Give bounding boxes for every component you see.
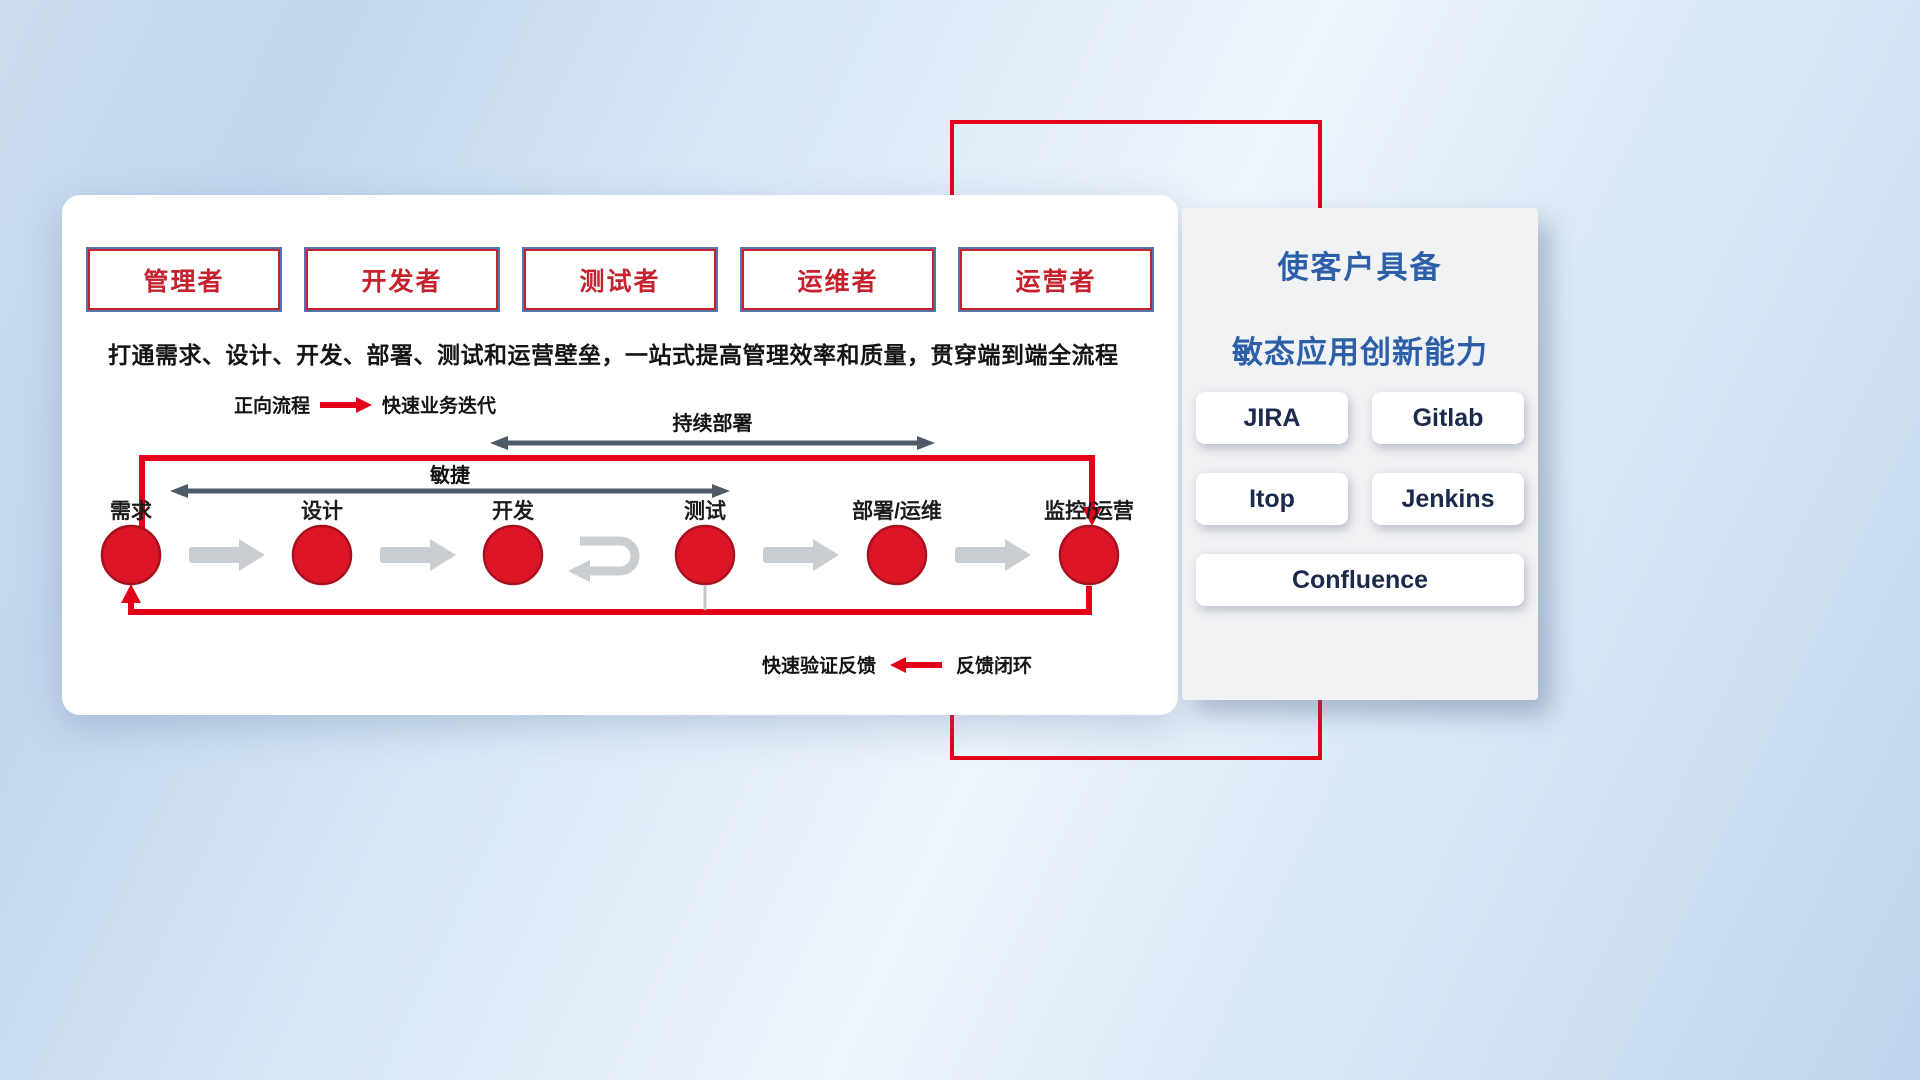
role-label: 开发者 (361, 267, 443, 296)
tool-jenkins: Jenkins (1372, 473, 1524, 525)
role-label: 运维者 (797, 267, 879, 296)
forward-loop-line (139, 455, 1102, 529)
forward-legend-text: 快速业务迭代 (382, 396, 497, 417)
stage-label-requirements: 需求 (110, 500, 152, 523)
card-description: 打通需求、设计、开发、部署、测试和运营壁垒，一站式提高管理效率和质量，贯穿端到端… (108, 342, 1119, 368)
continuous-deployment-label: 持续部署 (672, 413, 753, 435)
stage-arrow-icon (763, 539, 839, 571)
tool-gitlab: Gitlab (1372, 392, 1524, 444)
role-box-manager: 管理者 (86, 247, 282, 312)
forward-legend: 正向流程 快速业务迭代 (234, 391, 496, 418)
role-label: 运营者 (1015, 267, 1097, 296)
forward-legend-label: 正向流程 (234, 396, 311, 417)
stage-circle-monitor-operate (1058, 524, 1120, 586)
pipeline-diagram (100, 455, 1120, 615)
stage-label-monitor-operate: 监控/运营 (1044, 500, 1134, 523)
agile-span-arrow-icon (170, 484, 730, 498)
tool-itop: Itop (1196, 473, 1348, 525)
panel-title-line2: 敏态应用创新能力 (1232, 335, 1488, 370)
panel-title-line1: 使客户具备 (1277, 250, 1443, 285)
stage-circle-development (482, 524, 544, 586)
feedback-legend-text: 快速验证反馈 (762, 656, 877, 677)
tool-grid: JIRA Gitlab Itop Jenkins Confluence (1196, 392, 1524, 606)
stage-label-testing: 测试 (684, 500, 726, 523)
devops-flow-card: 管理者 开发者 测试者 运维者 运营者 打通需求、设计、开发、部署、测试和运营壁… (62, 195, 1178, 715)
stage-arrow-icons (189, 539, 1031, 571)
capability-panel: 使客户具备 敏态应用创新能力 JIRA Gitlab Itop Jenkins … (1182, 208, 1538, 700)
role-box-operator: 运营者 (958, 247, 1154, 312)
stage-circle-testing (674, 524, 736, 586)
role-box-tester: 测试者 (522, 247, 718, 312)
stage-circle-deploy-ops (866, 524, 928, 586)
role-label: 测试者 (579, 267, 661, 296)
role-box-developer: 开发者 (304, 247, 500, 312)
role-row: 管理者 开发者 测试者 运维者 运营者 (86, 247, 1154, 312)
tool-confluence: Confluence (1196, 554, 1524, 606)
role-box-ops: 运维者 (740, 247, 936, 312)
role-label: 管理者 (143, 267, 225, 296)
stage-circle-design (291, 524, 353, 586)
stage-circles (100, 524, 1120, 586)
stage-arrow-icon (380, 539, 456, 571)
stage-label-deploy-ops: 部署/运维 (852, 500, 942, 523)
forward-arrow-icon (320, 396, 373, 413)
stage-label-design: 设计 (301, 500, 343, 523)
stage-label-development: 开发 (492, 500, 534, 523)
feedback-legend-label: 反馈闭环 (956, 656, 1033, 677)
stage-arrow-icon (189, 539, 265, 571)
tool-jira: JIRA (1196, 392, 1348, 444)
continuous-deployment-span-arrow-icon (490, 436, 935, 450)
feedback-loop-line (121, 584, 1092, 615)
feedback-legend: 快速验证反馈 反馈闭环 (762, 651, 1032, 678)
stage-arrow-icon (955, 539, 1031, 571)
iteration-loop-icon (568, 536, 640, 582)
stage-circle-requirements (100, 524, 162, 586)
agile-label: 敏捷 (430, 465, 470, 487)
feedback-arrow-icon (890, 656, 943, 673)
